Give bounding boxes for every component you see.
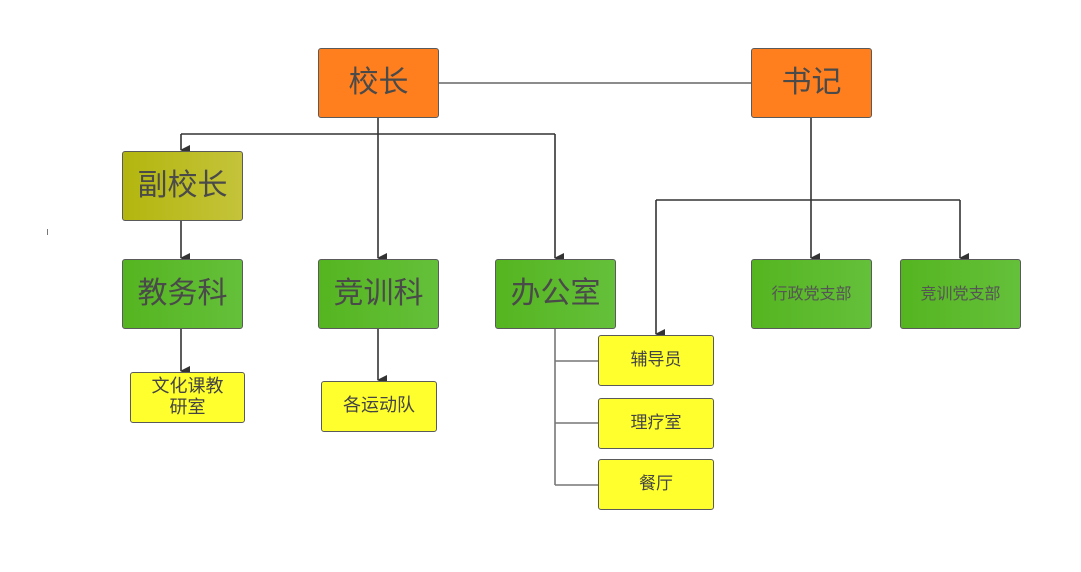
node-principal: 校长 bbox=[318, 48, 439, 118]
node-culture-course-research: 文化课教研室 bbox=[130, 372, 245, 423]
node-competition-training: 竞训科 bbox=[318, 259, 439, 329]
node-vice-principal: 副校长 bbox=[122, 151, 243, 221]
node-admin-party-branch: 行政党支部 bbox=[751, 259, 872, 329]
node-secretary: 书记 bbox=[751, 48, 872, 118]
node-therapy-room: 理疗室 bbox=[598, 398, 714, 449]
node-academic-affairs: 教务科 bbox=[122, 259, 243, 329]
node-sports-teams: 各运动队 bbox=[321, 381, 437, 432]
node-training-party-branch: 竞训党支部 bbox=[900, 259, 1021, 329]
node-dining-hall: 餐厅 bbox=[598, 459, 714, 510]
node-counselors: 辅导员 bbox=[598, 335, 714, 386]
stray-mark bbox=[47, 229, 48, 235]
node-office: 办公室 bbox=[495, 259, 616, 329]
